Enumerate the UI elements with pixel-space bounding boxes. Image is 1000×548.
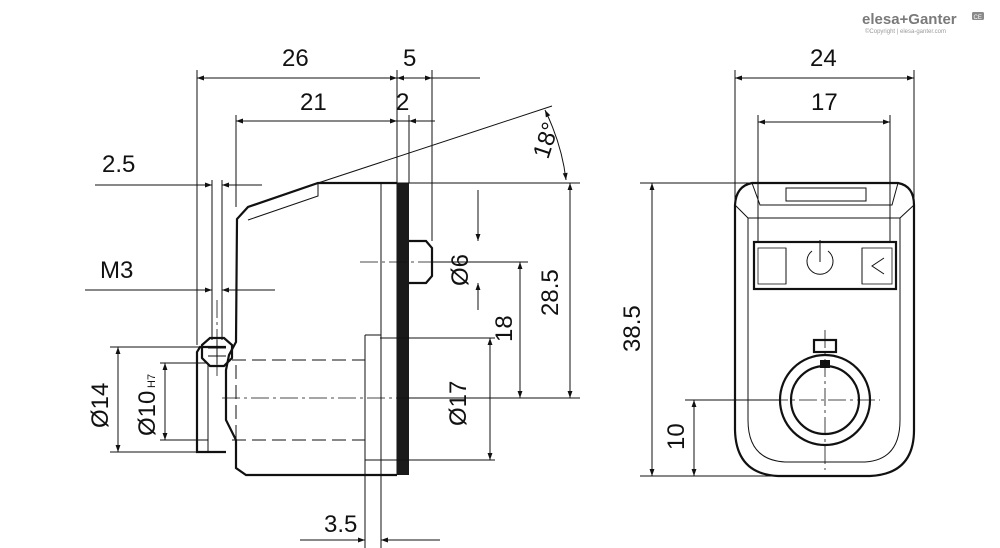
copyright-text: ©Copyright | elesa-ganter.com (865, 28, 946, 35)
label-28-5: 28.5 (537, 269, 564, 316)
label-h7: H7 (146, 374, 158, 388)
logo-text: elesa+Ganter (862, 11, 957, 28)
label-26: 26 (282, 45, 309, 72)
set-screw (200, 336, 234, 368)
label-18: 18 (491, 315, 518, 342)
front-top-slot (785, 187, 867, 202)
label-18deg: 18° (528, 119, 565, 162)
label-10: 10 (663, 423, 690, 450)
dim-arc-18deg (544, 109, 568, 181)
label-21: 21 (300, 89, 327, 116)
hub (195, 345, 226, 454)
ce-badge-icon (972, 12, 984, 20)
side-inner-panel (247, 183, 398, 475)
counter-window (752, 240, 898, 291)
label-d17: Ø17 (445, 381, 472, 426)
front-view: 24 17 38.5 10 (619, 45, 916, 478)
side-view: 26 5 21 2 2.5 M3 3.5 Ø14 Ø10 H7 18° Ø6 2… (85, 45, 580, 548)
counter-window-left (757, 247, 787, 285)
rotation-arrow-icon (806, 250, 834, 275)
counter-window-dividers (785, 248, 863, 284)
label-d14: Ø14 (87, 383, 114, 428)
knurled-flange (397, 183, 409, 475)
label-3-5: 3.5 (324, 511, 357, 538)
label-d6: Ø6 (447, 254, 474, 286)
label-d10: Ø10 (134, 391, 161, 436)
label-24: 24 (810, 45, 837, 72)
ce-badge-text: CE (974, 15, 982, 21)
label-m3: M3 (100, 257, 133, 284)
front-top-bevel (734, 182, 915, 235)
side-extension-lines (110, 70, 580, 548)
indicator-chevron-icon (871, 257, 885, 275)
side-body-outline (224, 181, 397, 477)
flange-step (364, 334, 381, 461)
label-38-5: 38.5 (619, 305, 646, 352)
label-2: 2 (396, 89, 409, 116)
brand-logo: elesa+Ganter CE ©Copyright | elesa-gante… (862, 11, 984, 35)
label-17: 17 (811, 89, 838, 116)
label-5: 5 (403, 45, 416, 72)
label-2-5: 2.5 (102, 151, 135, 178)
front-extension-lines (640, 70, 915, 477)
counter-window-right (861, 247, 893, 285)
front-body-outline (733, 181, 916, 478)
